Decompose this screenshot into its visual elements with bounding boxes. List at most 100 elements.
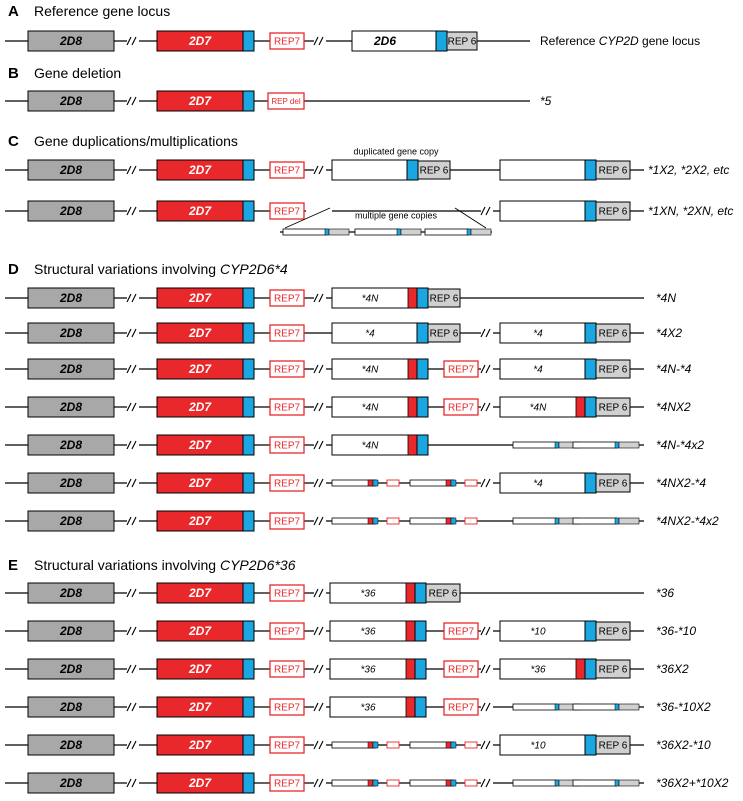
gene-2d7-exon9	[242, 30, 255, 52]
gene-2d7-label: 2D7	[188, 400, 212, 414]
gene-2d8	[27, 582, 115, 604]
gene-2d7-label: 2D7	[188, 514, 212, 528]
haplotype-label: *4NX2-*4	[656, 476, 706, 490]
break-mark	[126, 588, 139, 598]
break-slash	[126, 293, 132, 303]
cyp2d6-exon9	[416, 358, 429, 380]
break-mark	[126, 165, 139, 175]
haplotype-label: *1XN, *2XN, etc	[648, 204, 733, 218]
break-mark	[313, 293, 326, 303]
break-slash	[131, 626, 137, 636]
haplotype-label: *36X2	[656, 662, 689, 676]
rep6-box	[595, 621, 631, 641]
small-rep6	[618, 441, 640, 449]
rep6-label: REP 6	[599, 365, 628, 376]
rep6-label: REP 6	[599, 166, 628, 177]
hybrid-blue	[450, 741, 457, 749]
rep7-label: REP7	[448, 365, 475, 376]
break-slash	[131, 364, 137, 374]
cyp2d6-gene	[499, 472, 597, 494]
break-slash	[131, 516, 137, 526]
break-gap	[314, 402, 326, 412]
gene-2d8	[27, 510, 115, 532]
rep7-label: REP7	[274, 627, 301, 638]
annotation-duplicated: duplicated gene copy	[353, 146, 439, 156]
break-slash	[318, 440, 324, 450]
break-mark	[313, 664, 326, 674]
haplotype-label: *4N-*4x2	[656, 438, 704, 452]
break-mark	[126, 402, 139, 412]
break-mark	[126, 778, 139, 788]
break-slash	[313, 778, 319, 788]
rep7-label: REP7	[274, 166, 301, 177]
hybrid-rep	[386, 479, 400, 487]
break-gap	[127, 328, 139, 338]
exon9-conversion	[407, 287, 418, 309]
cyp2d6-gene	[499, 159, 597, 181]
rep7-label: REP7	[274, 294, 301, 305]
break-slash	[485, 702, 491, 712]
cyp2d6-exon9	[584, 358, 597, 380]
haplotype-label: *4N	[656, 291, 676, 305]
rep6-box	[595, 201, 631, 221]
section-title: Gene deletion	[34, 65, 121, 81]
gene-2d7-label: 2D7	[188, 476, 212, 490]
break-gap	[127, 36, 139, 46]
break-mark	[313, 440, 326, 450]
break-slash	[318, 740, 324, 750]
section-title: Reference gene locus	[34, 3, 170, 19]
gene-2d7-label: 2D7	[188, 738, 212, 752]
rep6-box	[595, 659, 631, 679]
hybrid-blue	[450, 517, 457, 525]
gene-2d8	[27, 772, 115, 794]
break-gap	[481, 478, 493, 488]
haplotype-label: *36X2+*10X2	[656, 776, 729, 790]
cyp2d6-exon9	[584, 396, 597, 418]
small-exon9	[554, 441, 560, 449]
break-gap	[314, 778, 326, 788]
section-letter: E	[8, 557, 18, 574]
gene-2d8-label: 2D8	[59, 291, 82, 305]
hybrid-red	[367, 741, 374, 749]
rep6-label: REP 6	[420, 166, 449, 177]
rep7-label: REP7	[274, 589, 301, 600]
gene-2d7-label: 2D7	[188, 326, 212, 340]
small-gene-copy	[512, 517, 558, 525]
cyp2d6-exon9	[414, 620, 427, 642]
break-slash	[313, 293, 319, 303]
break-gap	[481, 402, 493, 412]
break-slash	[126, 626, 132, 636]
gene-2d8-label: 2D8	[59, 438, 82, 452]
haplotype-label: *36-*10X2	[656, 700, 711, 714]
exon9-conversion	[405, 658, 416, 680]
gene-2d8-label: 2D8	[59, 204, 82, 218]
small-gene-copy	[572, 517, 618, 525]
section-title: Structural variations involving CYP2D6*4	[34, 261, 288, 277]
break-gap	[127, 364, 139, 374]
break-slash	[480, 364, 486, 374]
cyp2d6-gene	[499, 620, 597, 642]
small-exon9	[614, 703, 620, 711]
break-mark	[313, 516, 326, 526]
rep6-label: REP 6	[430, 329, 459, 340]
break-slash	[131, 740, 137, 750]
hybrid-red	[367, 479, 374, 487]
cyp2d6-gene	[499, 322, 597, 344]
haplotype-label-italic: CYP2D	[599, 34, 639, 48]
haplotype-label-italic: *36-*10	[656, 624, 696, 638]
break-mark	[313, 364, 326, 374]
hybrid-blue	[372, 741, 379, 749]
break-gap	[127, 702, 139, 712]
break-slash	[313, 36, 319, 46]
haplotype-label-italic: *4X2	[656, 326, 682, 340]
break-gap	[314, 364, 326, 374]
haplotype-label: *4NX2	[656, 400, 691, 414]
gene-2d8	[27, 734, 115, 756]
break-slash	[313, 364, 319, 374]
gene-2d8-label: 2D8	[59, 163, 82, 177]
haplotype-label: *4X2	[656, 326, 682, 340]
exon9-conversion	[575, 658, 586, 680]
gene-2d8	[27, 322, 115, 344]
break-slash	[131, 478, 137, 488]
break-mark	[480, 478, 493, 488]
